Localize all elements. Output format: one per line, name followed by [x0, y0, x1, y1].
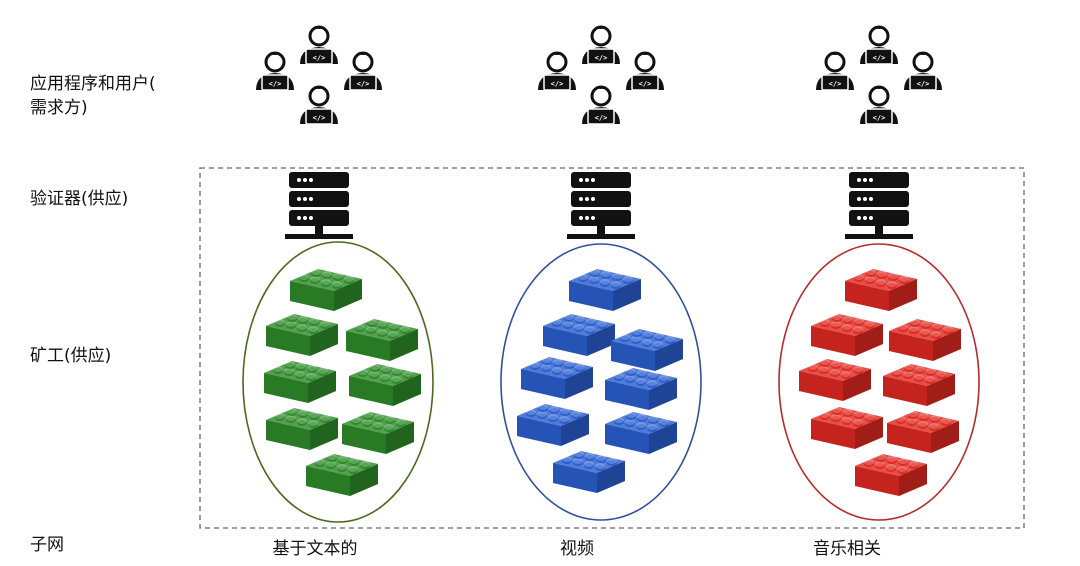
lego-brick-icon	[266, 314, 338, 356]
user-with-laptop-icon	[254, 51, 296, 92]
subnet-label-2: 音乐相关	[813, 539, 881, 559]
lego-brick-icon	[266, 408, 338, 450]
lego-brick-icon	[883, 364, 955, 406]
miner-pool-ellipse	[242, 241, 434, 523]
server-stack-icon	[285, 172, 353, 239]
lego-brick-icon	[569, 269, 641, 311]
lego-brick-icon	[543, 314, 615, 356]
lego-brick-icon	[887, 411, 959, 453]
lego-brick-icon	[605, 368, 677, 410]
lego-brick-icon	[517, 404, 589, 446]
miner-pool-ellipse	[778, 243, 980, 521]
lego-brick-icon	[799, 359, 871, 401]
users-row-label-line1: 应用程序和用户(	[30, 74, 156, 94]
user-with-laptop-icon	[298, 25, 340, 66]
lego-brick-icon	[342, 412, 414, 454]
user-with-laptop-icon	[580, 25, 622, 66]
user-with-laptop-icon	[580, 85, 622, 126]
user-with-laptop-icon	[536, 51, 578, 92]
lego-brick-icon	[349, 364, 421, 406]
lego-brick-icon	[264, 361, 336, 403]
users-row-label: 应用程序和用户( 需求方)	[30, 72, 156, 120]
subnet-column-1	[500, 25, 702, 521]
lego-brick-icon	[845, 269, 917, 311]
user-with-laptop-icon	[298, 85, 340, 126]
lego-brick-icon	[811, 314, 883, 356]
miner-pool-ellipse	[500, 243, 702, 521]
lego-brick-icon	[811, 407, 883, 449]
lego-brick-icon	[290, 269, 362, 311]
server-stack-icon	[567, 172, 635, 239]
user-with-laptop-icon	[342, 51, 384, 92]
supply-boundary-box	[199, 167, 1025, 529]
user-with-laptop-icon	[814, 51, 856, 92]
lego-brick-icon	[553, 451, 625, 493]
user-with-laptop-icon	[902, 51, 944, 92]
subnet-column-0	[242, 25, 434, 523]
lego-brick-icon	[605, 412, 677, 454]
user-with-laptop-icon	[858, 25, 900, 66]
lego-brick-icon	[521, 357, 593, 399]
users-row-label-line2: 需求方)	[30, 98, 88, 118]
server-stack-icon	[845, 172, 913, 239]
miners-row-label: 矿工(供应)	[30, 346, 112, 366]
subnet-column-2	[778, 25, 980, 521]
subnet-row-label: 子网	[30, 535, 64, 555]
lego-brick-icon	[611, 329, 683, 371]
user-with-laptop-icon	[624, 51, 666, 92]
lego-brick-icon	[855, 454, 927, 496]
lego-brick-icon	[346, 319, 418, 361]
subnet-label-1: 视频	[560, 539, 594, 559]
subnet-label-0: 基于文本的	[272, 539, 358, 559]
lego-brick-icon	[306, 454, 378, 496]
user-with-laptop-icon	[858, 85, 900, 126]
lego-brick-icon	[889, 319, 961, 361]
validators-row-label: 验证器(供应)	[30, 189, 129, 209]
